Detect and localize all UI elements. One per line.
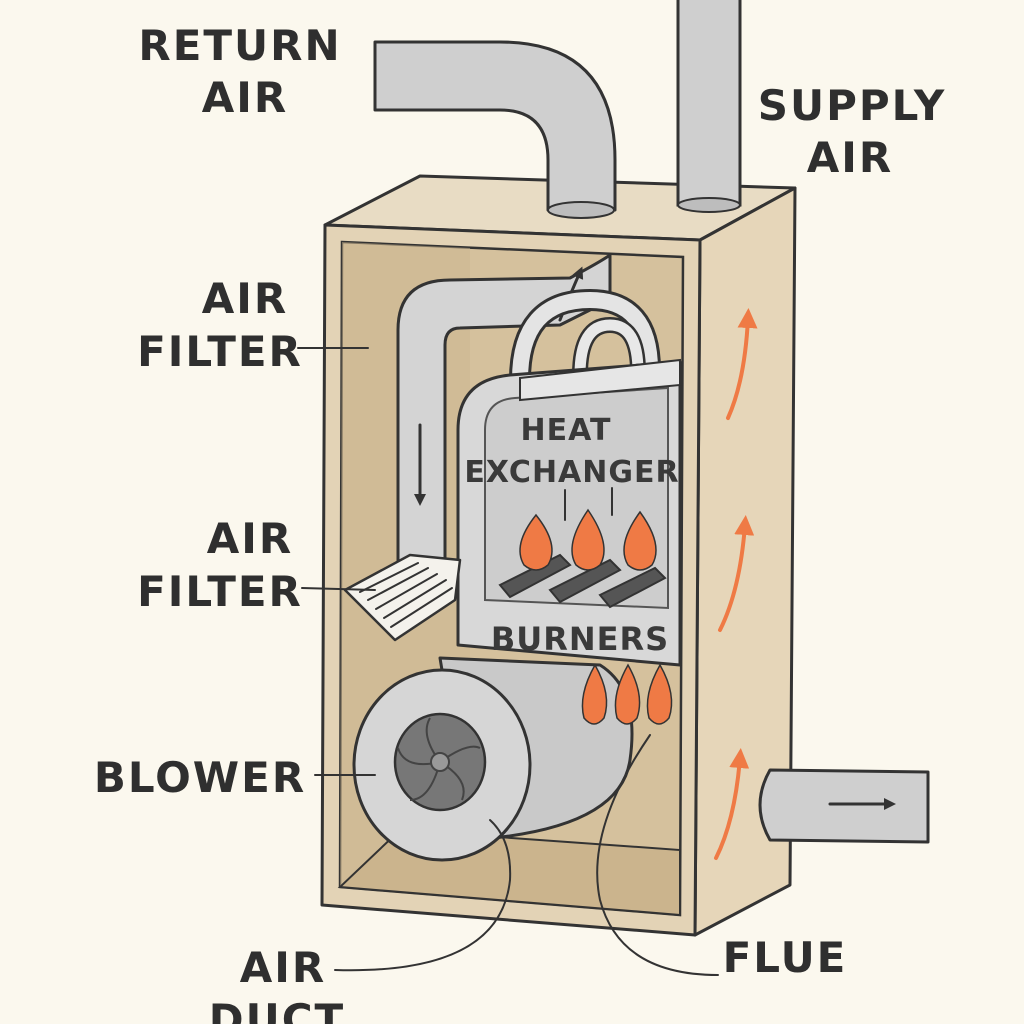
leader-lines bbox=[297, 347, 719, 976]
warm-air-arrow-icon bbox=[726, 308, 758, 420]
svg-text:FILTER: FILTER bbox=[137, 567, 303, 616]
flame-icon bbox=[623, 510, 657, 571]
flame-icon bbox=[571, 508, 605, 571]
warm-air-arrow-icon bbox=[718, 515, 755, 632]
svg-text:AIR: AIR bbox=[240, 943, 326, 992]
svg-text:EXCHANGER: EXCHANGER bbox=[464, 455, 679, 490]
svg-text:AIR: AIR bbox=[807, 133, 893, 182]
svg-text:SUPPLY: SUPPLY bbox=[758, 81, 947, 130]
flame-icon bbox=[581, 663, 608, 725]
supply-air-duct bbox=[676, 0, 742, 213]
internal-air-duct bbox=[396, 253, 612, 567]
svg-text:AIR: AIR bbox=[202, 274, 288, 323]
label-air-filter-top: AIR FILTER bbox=[137, 274, 303, 376]
label-burners: BURNERS bbox=[491, 620, 669, 658]
flame-icon bbox=[646, 663, 673, 725]
label-return-air: RETURN AIR bbox=[138, 21, 341, 122]
flue-pipe bbox=[758, 768, 930, 844]
label-supply-air: SUPPLY AIR bbox=[758, 81, 947, 182]
label-heat-exchanger: HEAT EXCHANGER bbox=[464, 413, 679, 490]
flame-icon bbox=[519, 513, 553, 571]
svg-text:RETURN: RETURN bbox=[138, 21, 341, 70]
fan-icon bbox=[397, 717, 481, 801]
svg-text:DUCT: DUCT bbox=[209, 995, 345, 1024]
flames-lower bbox=[581, 663, 673, 725]
svg-text:AIR: AIR bbox=[207, 514, 293, 563]
svg-text:HEAT: HEAT bbox=[521, 413, 612, 448]
label-flue: FLUE bbox=[723, 933, 848, 982]
label-air-filter-bottom: AIR FILTER bbox=[137, 514, 303, 616]
return-air-duct bbox=[373, 40, 617, 219]
label-blower: BLOWER bbox=[94, 753, 306, 802]
svg-text:FILTER: FILTER bbox=[137, 327, 303, 376]
air-filter-panel bbox=[343, 553, 462, 642]
warm-air-arrow-icon bbox=[714, 748, 750, 860]
label-air-duct: AIR DUCT bbox=[209, 943, 345, 1024]
flames-inner bbox=[519, 508, 657, 571]
svg-text:AIR: AIR bbox=[202, 73, 288, 122]
warm-air-arrows bbox=[714, 308, 758, 860]
flame-icon bbox=[614, 663, 641, 725]
